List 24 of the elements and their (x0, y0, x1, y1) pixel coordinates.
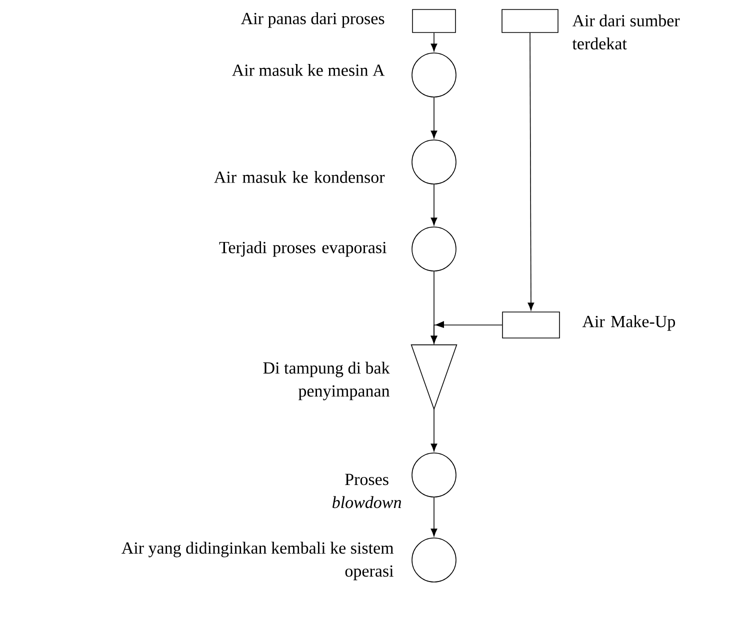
arrow (430, 321, 502, 344)
step-label: Air yang didinginkan kembali ke sistem operasi (122, 542, 394, 580)
arrow (430, 32, 438, 52)
flow-circle (412, 226, 456, 272)
arrow (430, 184, 438, 226)
step-label: Air masuk ke mesin A (232, 64, 385, 76)
step-label: Air masuk ke kondensor (214, 171, 385, 183)
step-label: Air Make-Up (582, 315, 675, 331)
arrow (430, 497, 438, 536)
step-label: Terjadi proses evaporasi (219, 241, 386, 257)
process-box (502, 312, 560, 338)
arrow (430, 408, 438, 452)
flow-circle (412, 538, 456, 582)
flow-circle (412, 52, 456, 98)
step-label: Air panas dari proses (241, 12, 384, 28)
flow-circle (412, 452, 456, 498)
step-label: Di tampung di bak penyimpanan (263, 362, 390, 400)
process-box (502, 9, 558, 33)
step-label: Air dari sumber terdekat (572, 14, 680, 50)
arrow (430, 97, 438, 138)
flow-circle (412, 140, 456, 184)
arrow (528, 32, 534, 310)
process-box (412, 9, 456, 33)
step-label: Proses blowdown (332, 474, 402, 508)
